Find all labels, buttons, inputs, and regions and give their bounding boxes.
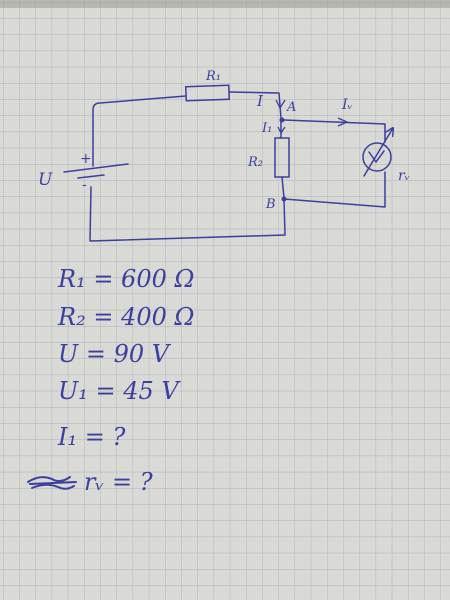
- node-a-dot: [279, 117, 285, 123]
- battery-symbol: [63, 163, 129, 179]
- wire-voltmeter-to-b: [283, 171, 386, 208]
- wire-b-to-bottom: [89, 186, 286, 242]
- arrow-current-iv: [337, 117, 349, 127]
- given-u: U = 90 V: [58, 340, 172, 368]
- label-node-b: B: [265, 197, 276, 212]
- circuit-wires: [89, 91, 386, 242]
- current-arrows: [275, 99, 349, 135]
- label-plus: +: [80, 151, 92, 167]
- label-current-i: I: [256, 92, 264, 110]
- node-b-dot: [281, 196, 287, 202]
- voltmeter-circle: [362, 142, 392, 172]
- given-r2: R₂ = 400 Ω: [57, 303, 194, 331]
- resistor-r1: [184, 84, 231, 102]
- given-values: R₁ = 600 Ω R₂ = 400 Ω U = 90 V U₁ = 45 V…: [27, 265, 194, 496]
- unknown-i1: I₁ = ?: [57, 423, 125, 451]
- wire-left-top: [92, 95, 187, 167]
- voltmeter: [362, 128, 393, 177]
- wire-r1-to-a: [228, 91, 282, 119]
- given-u1: U₁ = 45 V: [58, 377, 181, 405]
- crossed-out-scribble: [27, 476, 77, 490]
- wire-r2-to-b: [281, 176, 285, 199]
- label-u-source: U: [38, 170, 53, 190]
- label-current-i1: I₁: [261, 121, 272, 136]
- battery-short-plate: [77, 174, 105, 179]
- label-node-a: A: [286, 100, 296, 115]
- label-voltmeter-resistance: rᵥ: [398, 168, 410, 184]
- arrow-current-i1: [277, 126, 286, 135]
- battery-long-plate: [63, 163, 129, 173]
- given-r1: R₁ = 600 Ω: [57, 265, 194, 293]
- resistor-r2: [274, 137, 290, 178]
- voltmeter-check-mark: [368, 150, 385, 164]
- circuit-labels: U + - R₁ R₂ I I₁ A B Iᵥ rᵥ: [38, 69, 410, 212]
- label-r1: R₁: [205, 69, 221, 84]
- arrow-current-i: [275, 99, 286, 110]
- label-r2: R₂: [247, 155, 263, 170]
- top-edge-shadow: [0, 0, 450, 8]
- label-current-iv: Iᵥ: [341, 97, 353, 113]
- unknown-rv: rᵥ = ?: [84, 468, 153, 496]
- voltmeter-variable-arrow: [363, 128, 393, 177]
- label-minus: -: [82, 177, 87, 193]
